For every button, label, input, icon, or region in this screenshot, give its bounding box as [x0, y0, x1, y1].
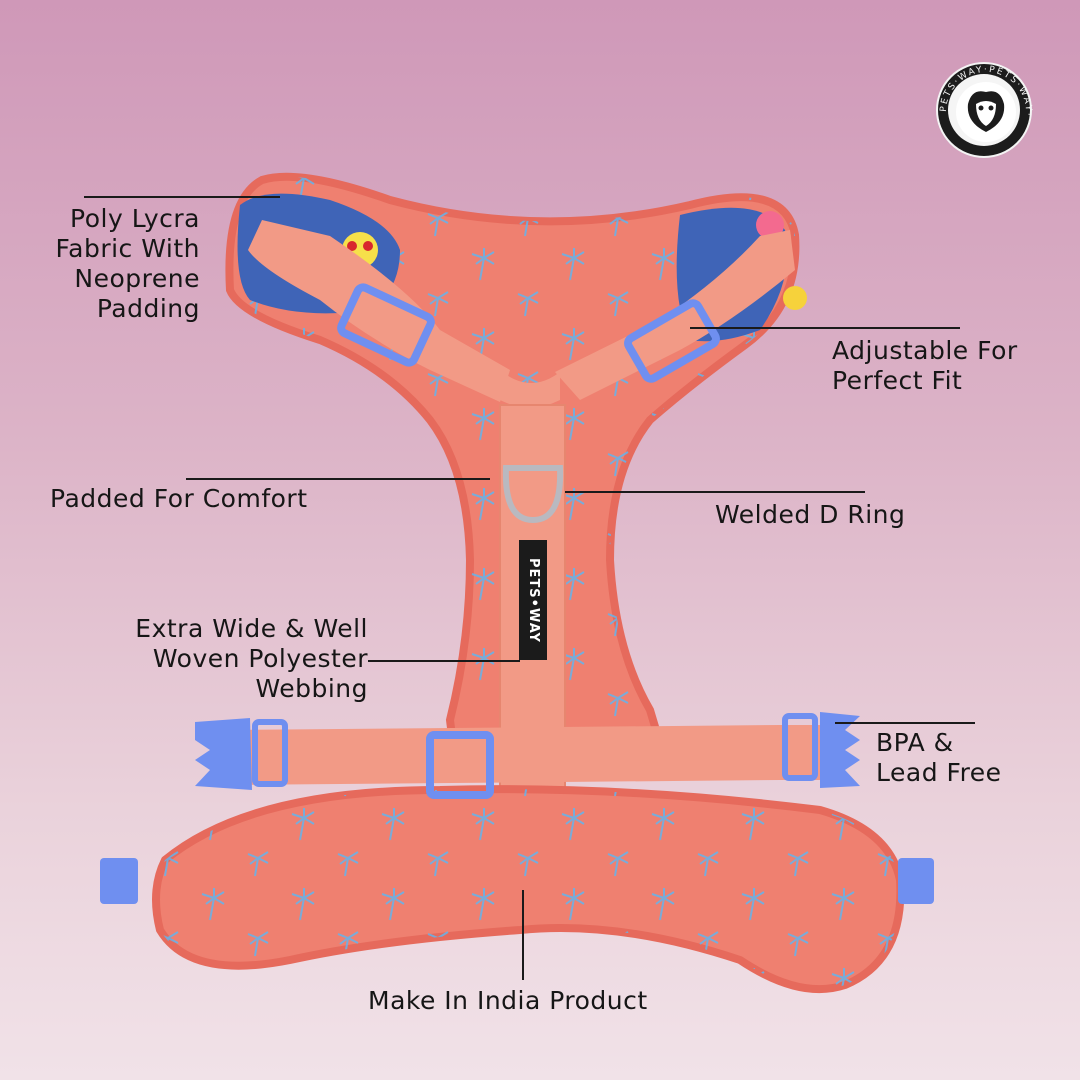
- brand-tag-label: PETS•WAY: [525, 557, 541, 643]
- release-buckle-right: [820, 712, 860, 788]
- slide-buckle-right: [624, 299, 720, 383]
- label-india: Make In India Product: [368, 986, 648, 1015]
- brand-tag: [519, 540, 547, 660]
- belly-strap: [230, 725, 840, 785]
- leader-india: [522, 890, 524, 980]
- leader-webbing: [368, 660, 520, 662]
- label-adjustable: Adjustable For Perfect Fit: [832, 336, 1018, 395]
- leader-adjustable: [690, 327, 960, 329]
- slide-buckle-belly: [426, 731, 494, 799]
- leader-padded: [186, 478, 490, 480]
- leader-bpa: [835, 722, 975, 724]
- label-d-ring: Welded D Ring: [715, 500, 906, 529]
- upper-strap-left: [248, 220, 510, 402]
- logo-ring-text: PETS·WAY·PETS·WAY·: [939, 65, 1031, 118]
- release-buckle-left: [195, 718, 252, 790]
- label-padded: Padded For Comfort: [50, 484, 308, 513]
- svg-text:PETS·WAY·PETS·WAY·: PETS·WAY·PETS·WAY·: [939, 65, 1033, 118]
- d-ring: [502, 465, 564, 524]
- leader-d-ring: [565, 491, 865, 493]
- label-webbing: Extra Wide & Well Woven Polyester Webbin…: [135, 614, 368, 703]
- slide-buckle-left: [337, 283, 435, 367]
- leader-fabric: [84, 196, 280, 198]
- label-fabric: Poly Lycra Fabric With Neoprene Padding: [55, 204, 200, 323]
- logo-pets-icon: [948, 74, 1020, 146]
- label-bpa: BPA & Lead Free: [876, 728, 1002, 787]
- brand-logo: PETS·WAY·PETS·WAY·: [936, 62, 1032, 158]
